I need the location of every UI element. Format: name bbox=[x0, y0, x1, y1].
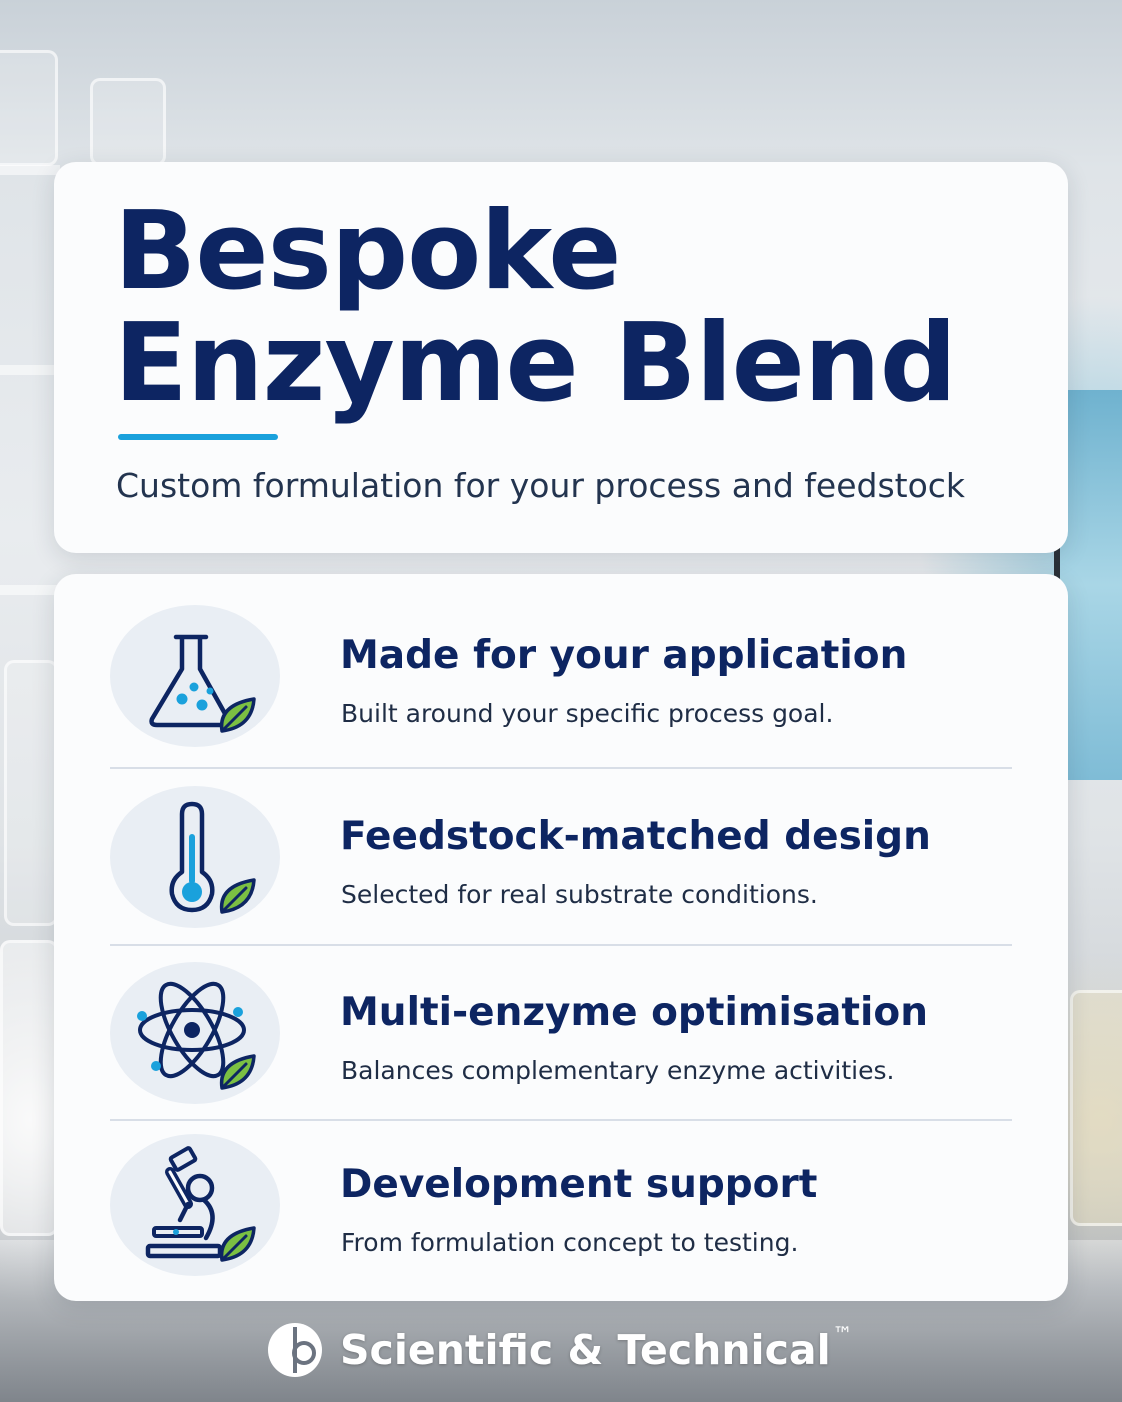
flask-leaf-icon bbox=[149, 634, 256, 733]
feature-description: From formulation concept to testing. bbox=[341, 1228, 799, 1257]
divider bbox=[110, 944, 1012, 946]
feature-description: Selected for real substrate conditions. bbox=[341, 880, 818, 909]
icon-badge bbox=[110, 962, 280, 1104]
feature-item-development: Development support From formulation con… bbox=[110, 1134, 1012, 1284]
feature-title: Feedstock-matched design bbox=[340, 814, 931, 859]
glass-jar bbox=[90, 78, 166, 166]
title-line-2: Enzyme Blend bbox=[114, 301, 957, 426]
feature-item-multi-enzyme: Multi-enzyme optimisation Balances compl… bbox=[110, 962, 1012, 1112]
feature-title: Made for your application bbox=[340, 633, 908, 678]
title-line-1: Bespoke bbox=[114, 189, 622, 314]
feature-description: Balances complementary enzyme activities… bbox=[341, 1056, 895, 1085]
shelf bbox=[0, 365, 60, 375]
brand-footer: Scientific & Technical ™ bbox=[266, 1320, 853, 1380]
shelf bbox=[0, 585, 60, 595]
glass-jar bbox=[1070, 990, 1122, 1226]
feature-item-feedstock: Feedstock-matched design Selected for re… bbox=[110, 786, 1012, 936]
glass-jar bbox=[0, 50, 58, 166]
icon-badge bbox=[110, 786, 280, 928]
trademark-symbol: ™ bbox=[832, 1322, 853, 1346]
brand-logo-icon bbox=[268, 1323, 322, 1377]
feature-description: Built around your specific process goal. bbox=[341, 699, 834, 728]
icon-badge bbox=[110, 1134, 280, 1276]
shelf bbox=[0, 165, 60, 175]
glass-beaker bbox=[4, 660, 58, 926]
divider bbox=[110, 1119, 1012, 1121]
header-card: Bespoke Enzyme Blend Custom formulation … bbox=[54, 162, 1068, 553]
feature-item-application: Made for your application Built around y… bbox=[110, 605, 1012, 755]
accent-underline bbox=[118, 434, 278, 440]
atom-leaf-icon bbox=[137, 981, 256, 1090]
icon-badge bbox=[110, 605, 280, 747]
feature-title: Development support bbox=[340, 1162, 818, 1207]
glass-jar bbox=[0, 940, 58, 1236]
thermometer-leaf-icon bbox=[169, 801, 256, 914]
brand-name: Scientific & Technical bbox=[340, 1326, 831, 1374]
microscope-leaf-icon bbox=[145, 1146, 256, 1262]
divider bbox=[110, 767, 1012, 769]
features-card: Made for your application Built around y… bbox=[54, 574, 1068, 1301]
feature-title: Multi-enzyme optimisation bbox=[340, 990, 928, 1035]
subtitle: Custom formulation for your process and … bbox=[116, 466, 966, 505]
page-title: Bespoke Enzyme Blend bbox=[114, 189, 957, 426]
